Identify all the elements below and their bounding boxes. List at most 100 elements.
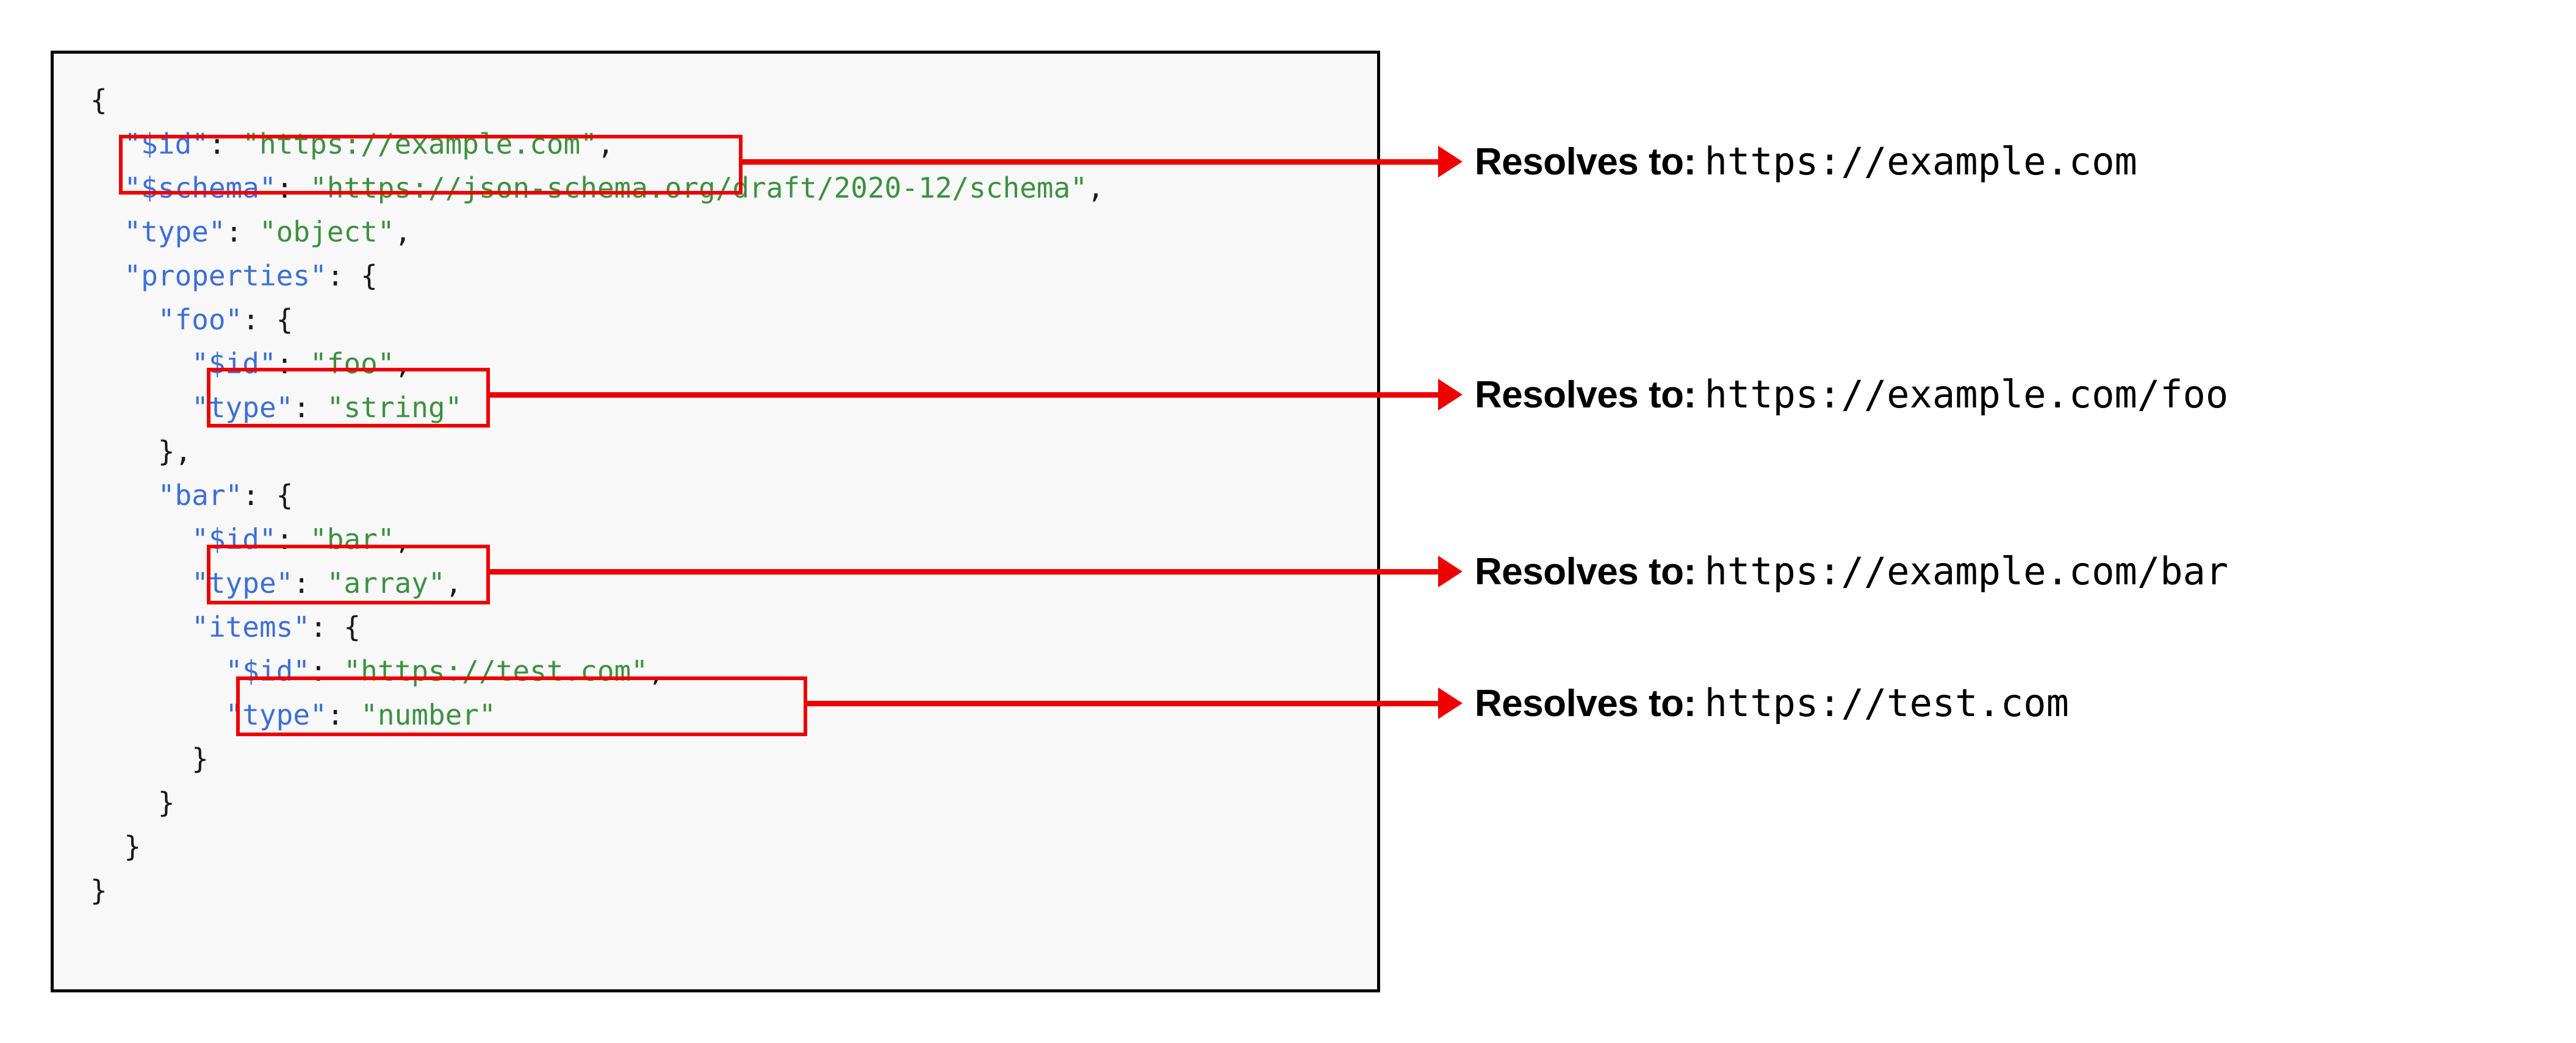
json-punctuation: : { — [242, 479, 293, 512]
json-string: "foo" — [310, 347, 395, 380]
json-key: "$id" — [192, 347, 276, 380]
code-indent — [90, 171, 124, 204]
code-indent — [90, 127, 124, 160]
code-indent — [90, 347, 192, 380]
json-punctuation: : { — [242, 303, 293, 336]
json-punctuation: , — [445, 567, 462, 600]
code-line: } — [90, 869, 1104, 912]
resolved-url-text: https://example.com — [1704, 139, 2137, 184]
code-line: "properties": { — [90, 254, 1104, 298]
code-line: "type": "object", — [90, 210, 1104, 254]
json-punctuation: : — [225, 215, 259, 248]
json-code-listing: { "$id": "https://example.com", "$schema… — [90, 78, 1104, 912]
json-punctuation: : { — [326, 259, 378, 292]
json-punctuation: : — [293, 391, 327, 424]
code-indent — [90, 830, 124, 863]
arrowhead-icon-id-items — [1438, 687, 1462, 719]
code-line: "$id": "foo", — [90, 342, 1104, 385]
connector-line-id-items — [804, 701, 1438, 706]
resolves-to-lead-text: Resolves to: — [1475, 141, 1696, 183]
json-punctuation: : — [276, 171, 311, 204]
code-indent — [90, 391, 192, 424]
code-indent — [90, 479, 158, 512]
json-punctuation: } — [157, 786, 175, 819]
json-punctuation: : — [293, 567, 327, 600]
connector-line-id-root — [739, 159, 1438, 165]
code-line: { — [90, 78, 1104, 122]
annotation-id-root-label: Resolves to:https://example.com — [1475, 143, 2137, 181]
annotation-id-items-label: Resolves to:https://test.com — [1475, 684, 2069, 723]
json-key: "type" — [225, 698, 327, 731]
json-key: "bar" — [157, 479, 243, 512]
json-punctuation: : — [208, 127, 243, 160]
code-indent — [90, 567, 192, 600]
json-code-panel: { "$id": "https://example.com", "$schema… — [51, 51, 1380, 992]
json-punctuation: : { — [310, 611, 361, 643]
json-punctuation: : — [326, 698, 361, 731]
resolved-url-text: https://test.com — [1704, 681, 2069, 725]
annotation-id-bar-label: Resolves to:https://example.com/bar — [1475, 553, 2228, 591]
code-line: } — [90, 737, 1104, 781]
arrowhead-icon-id-root — [1438, 146, 1462, 177]
code-indent — [90, 435, 158, 468]
json-key: "type" — [124, 215, 226, 248]
json-string: "bar" — [310, 523, 395, 556]
code-line: "bar": { — [90, 473, 1104, 517]
json-punctuation: }, — [157, 435, 192, 468]
json-key: "type" — [192, 391, 293, 424]
code-line: "foo": { — [90, 298, 1104, 342]
json-key: "$id" — [192, 523, 276, 556]
code-line: "$id": "https://test.com", — [90, 649, 1104, 693]
annotation-id-foo-label: Resolves to:https://example.com/foo — [1475, 376, 2228, 414]
arrowhead-icon-id-bar — [1438, 556, 1462, 587]
json-punctuation: } — [90, 874, 107, 907]
code-line: }, — [90, 429, 1104, 473]
resolved-url-text: https://example.com/foo — [1704, 372, 2229, 417]
json-punctuation: } — [124, 830, 142, 863]
json-punctuation: : — [276, 347, 311, 380]
code-line: "type": "array", — [90, 561, 1104, 605]
code-indent — [90, 698, 226, 731]
json-punctuation: { — [90, 84, 107, 116]
connector-line-id-bar — [487, 569, 1438, 575]
code-indent — [90, 742, 192, 775]
code-indent — [90, 523, 192, 556]
arrowhead-icon-id-foo — [1438, 379, 1462, 410]
resolved-url-text: https://example.com/bar — [1704, 549, 2229, 593]
resolves-to-lead-text: Resolves to: — [1475, 551, 1696, 593]
code-indent — [90, 786, 158, 819]
code-line: "$id": "https://example.com", — [90, 122, 1104, 166]
json-string: "https://test.com" — [344, 654, 648, 687]
json-punctuation: } — [192, 742, 209, 775]
json-key: "$id" — [124, 127, 209, 160]
code-indent — [90, 215, 124, 248]
json-key: "properties" — [124, 259, 327, 292]
connector-line-id-foo — [487, 392, 1438, 398]
json-key: "items" — [192, 611, 311, 643]
json-string: "object" — [259, 215, 395, 248]
code-line: "items": { — [90, 605, 1104, 649]
json-string: "https://example.com" — [242, 127, 597, 160]
code-line: "$id": "bar", — [90, 517, 1104, 561]
code-line: "$schema": "https://json-schema.org/draf… — [90, 166, 1104, 210]
json-string: "number" — [361, 698, 496, 731]
json-key: "foo" — [157, 303, 243, 336]
code-line: "type": "number" — [90, 693, 1104, 737]
json-punctuation: : — [276, 523, 311, 556]
code-indent — [90, 654, 226, 687]
json-punctuation: , — [647, 654, 665, 687]
json-key: "$id" — [225, 654, 311, 687]
code-indent — [90, 611, 192, 643]
json-string: "https://json-schema.org/draft/2020-12/s… — [310, 171, 1087, 204]
code-indent — [90, 303, 158, 336]
code-line: } — [90, 825, 1104, 869]
json-key: "$schema" — [124, 171, 276, 204]
json-punctuation: , — [1087, 171, 1104, 204]
json-punctuation: , — [597, 127, 614, 160]
json-punctuation: : — [310, 654, 344, 687]
json-punctuation: , — [394, 523, 412, 556]
json-string: "string" — [326, 391, 462, 424]
code-indent — [90, 259, 124, 292]
resolves-to-lead-text: Resolves to: — [1475, 683, 1696, 725]
resolves-to-lead-text: Resolves to: — [1475, 374, 1696, 416]
